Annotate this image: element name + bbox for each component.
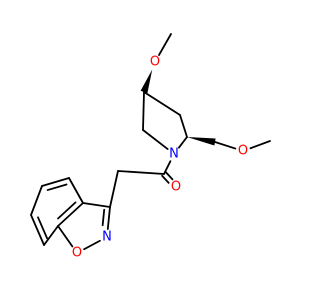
double-bond (106, 206, 111, 230)
wedge-bond (187, 137, 216, 146)
double-bond (165, 171, 174, 181)
double-bond-inner (57, 201, 77, 220)
single-bond (82, 202, 111, 208)
single-bond (179, 114, 188, 138)
single-bond (43, 225, 59, 246)
double-bond-inner (46, 183, 68, 191)
single-bond (117, 170, 165, 175)
atom-label-o-methoxy-side: O (238, 144, 248, 159)
single-bond (143, 91, 181, 116)
single-bond (177, 136, 188, 149)
single-bond (249, 140, 271, 150)
single-bond (142, 91, 145, 131)
single-bond (68, 177, 84, 204)
single-bond (142, 129, 169, 151)
double-bond (41, 177, 70, 187)
label-layer: O N O O N O (72, 55, 248, 261)
atom-label-o-isoxazole: O (72, 246, 82, 261)
single-bond (158, 33, 172, 56)
single-bond (83, 239, 101, 251)
atom-label-n-isoxazole: N (102, 230, 112, 245)
atom-label-n-pyrrolidine: N (169, 147, 179, 162)
molecule-structure: O N O O N O (30, 33, 271, 261)
double-bond (30, 214, 45, 246)
atom-label-o-carbonyl: O (171, 180, 181, 195)
bond-layer (30, 33, 271, 251)
single-bond (30, 185, 43, 216)
double-bond (161, 174, 170, 184)
double-bond-inner (37, 216, 48, 240)
single-bond (57, 225, 74, 248)
double-bond-inner (101, 208, 106, 227)
single-bond (109, 170, 119, 208)
atom-label-o-methoxy-top: O (150, 55, 160, 70)
single-bond (214, 141, 237, 150)
wedge-bond (140, 69, 153, 94)
double-bond (57, 202, 84, 227)
single-bond (163, 160, 172, 175)
